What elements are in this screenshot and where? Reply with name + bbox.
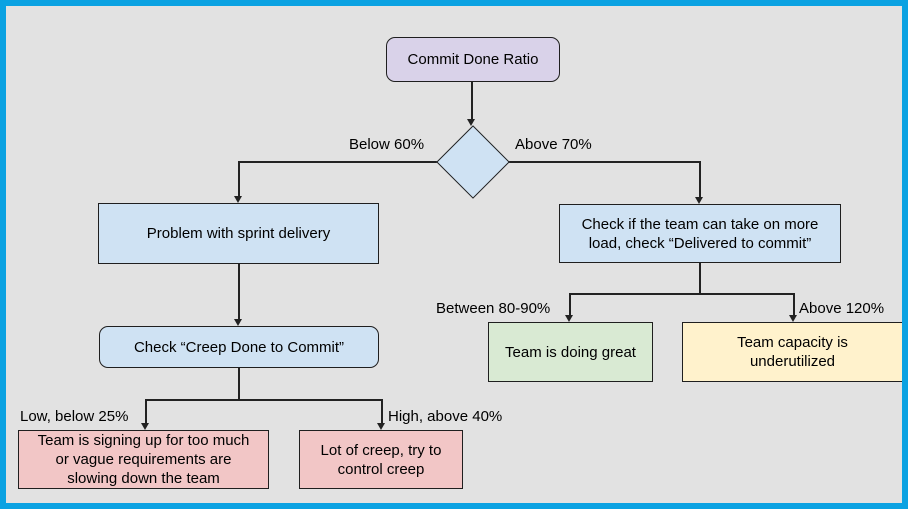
node-commit-done-ratio: Commit Done Ratio [386,37,560,82]
branch-great-under-line [569,293,794,295]
edge-label-above-120: Above 120% [799,300,885,317]
edge-label-between-80-90: Between 80-90% [436,300,551,317]
arrowhead-into-check-load [695,197,703,204]
node-check-team-load: Check if the team can take on more load,… [559,204,841,263]
arrowhead-into-problem [234,196,242,203]
node-capacity-underutilized-label: Team capacity is underutilized [737,334,848,370]
node-problem-sprint-delivery: Problem with sprint delivery [98,203,379,264]
edge-label-high-above-40: High, above 40% [388,408,503,425]
node-signing-up-too-much: Team is signing up for too much or vague… [18,430,269,489]
node-capacity-underutilized: Team capacity is underutilized [682,322,902,382]
edge-to-underutilized-line [793,293,795,316]
decision-diamond [436,125,510,199]
node-commit-done-ratio-label: Commit Done Ratio [407,51,539,68]
edge-to-too-much-line [145,399,147,424]
edge-check-load-branch-line [699,263,701,295]
node-lot-of-creep: Lot of creep, try to control creep [299,430,463,489]
node-team-doing-great-label: Team is doing great [505,343,636,361]
node-check-team-load-label: Check if the team can take on more load,… [581,215,819,252]
branch-low-high-line [145,399,382,401]
edge-label-above-70: Above 70% [515,136,592,153]
edge-to-problem-line [238,161,240,197]
node-problem-label: Problem with sprint delivery [146,225,331,242]
arrowhead-into-underutilized [789,315,797,322]
edge-start-decision-line [471,82,473,120]
node-signing-up-too-much-label: Team is signing up for too much or vague… [37,432,250,487]
edge-to-check-load-line [699,161,701,198]
node-check-creep-done-to-commit: Check “Creep Done to Commit” [99,326,379,368]
arrowhead-into-great [565,315,573,322]
edge-decision-right-line [506,161,701,163]
arrowhead-into-creep-control [377,423,385,430]
edge-label-low-below-25: Low, below 25% [20,408,129,425]
node-check-creep-label: Check “Creep Done to Commit” [133,338,345,356]
node-lot-of-creep-label: Lot of creep, try to control creep [320,441,442,478]
arrowhead-into-check-creep [234,319,242,326]
edge-problem-check-creep-line [238,264,240,320]
node-team-doing-great: Team is doing great [488,322,653,382]
edge-check-creep-branch-line [238,368,240,400]
edge-to-great-line [569,293,571,316]
edge-label-below-60: Below 60% [349,136,425,153]
edge-to-creep-control-line [381,399,383,424]
arrowhead-into-decision [467,119,475,126]
arrowhead-into-too-much [141,423,149,430]
edge-decision-left-line [239,161,439,163]
